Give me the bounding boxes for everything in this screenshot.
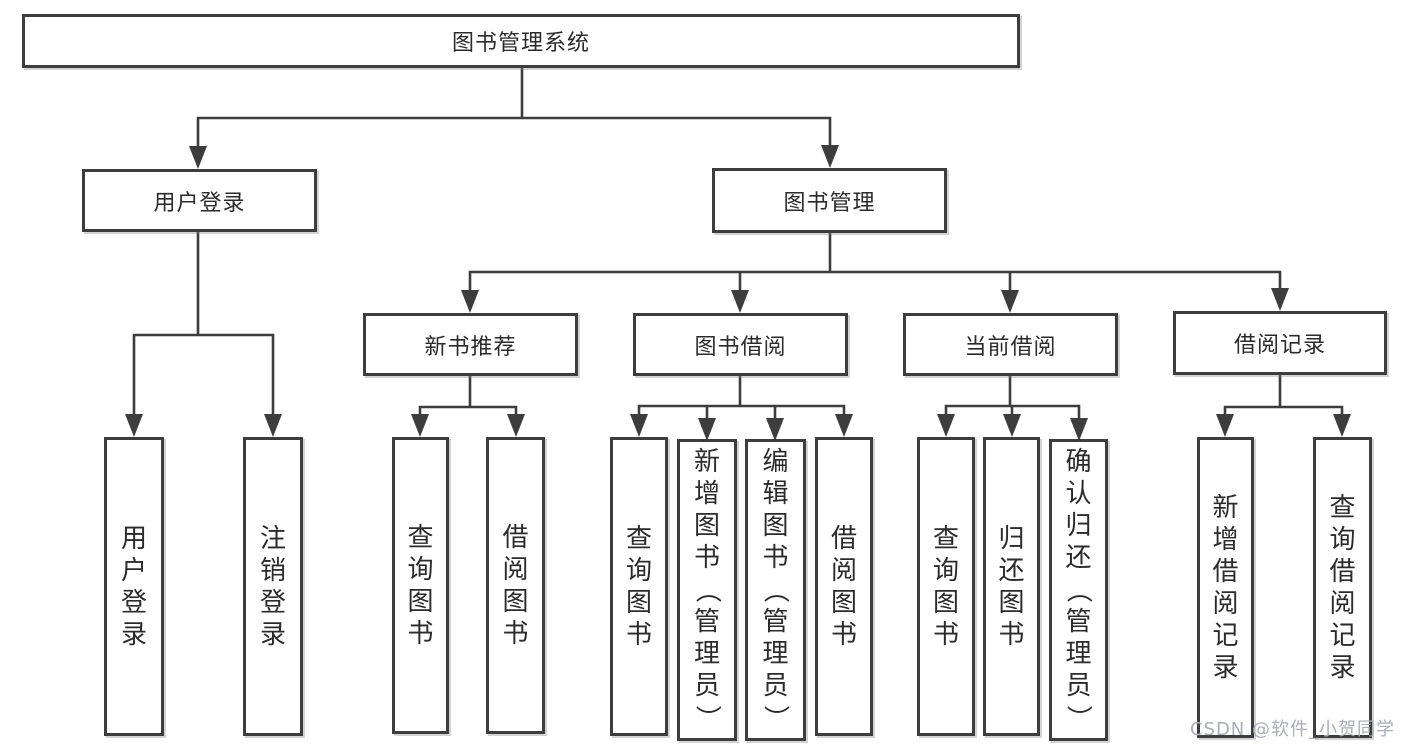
node-book-mgmt: 图书管理 bbox=[712, 168, 947, 233]
arrowhead bbox=[461, 290, 479, 313]
leaf-return-book: 归还图书 bbox=[983, 437, 1040, 736]
connector-userlogin-cross bbox=[132, 333, 275, 422]
node-root-label: 图书管理系统 bbox=[451, 31, 590, 56]
leaf-borrow-books-1-label: 借阅图书 bbox=[502, 522, 529, 649]
leaf-edit-book-admin: 编辑图书（管理员） bbox=[745, 439, 806, 741]
leaf-return-book-label: 归还图书 bbox=[998, 523, 1025, 650]
node-new-book-rec-label: 新书推荐 bbox=[424, 334, 517, 360]
arrowhead bbox=[698, 418, 716, 441]
connector-borrowrecords-cross bbox=[1223, 405, 1344, 422]
leaf-query-books-1: 查询图书 bbox=[392, 437, 449, 734]
arrowhead bbox=[189, 146, 207, 169]
node-user-login-label: 用户登录 bbox=[153, 190, 246, 216]
leaf-logout: 注销登录 bbox=[243, 437, 303, 736]
arrowhead bbox=[731, 290, 749, 313]
arrowhead bbox=[125, 414, 143, 437]
leaf-query-books-2-label: 查询图书 bbox=[625, 523, 652, 650]
leaf-query-borrow-record-label: 查询借阅记录 bbox=[1329, 492, 1356, 683]
leaf-add-book-admin: 新增图书（管理员） bbox=[677, 439, 737, 741]
leaf-add-borrow-record-label: 新增借阅记录 bbox=[1212, 492, 1239, 683]
leaf-query-books-2: 查询图书 bbox=[610, 437, 668, 736]
arrowhead bbox=[630, 414, 648, 437]
leaf-edit-book-admin-label: 编辑图书（管理员） bbox=[760, 447, 791, 732]
leaf-confirm-return-admin: 确认归还（管理员） bbox=[1049, 439, 1108, 741]
leaf-borrow-books-2: 借阅图书 bbox=[815, 437, 873, 736]
arrowhead bbox=[1271, 288, 1289, 311]
arrowhead bbox=[1333, 414, 1351, 437]
arrowhead bbox=[411, 414, 429, 437]
leaf-user-login: 用户登录 bbox=[104, 437, 164, 736]
arrowhead bbox=[264, 414, 282, 437]
arrowhead bbox=[937, 414, 955, 437]
leaf-query-books-3: 查询图书 bbox=[917, 437, 975, 736]
connector-level2-cross bbox=[196, 116, 832, 150]
arrowhead bbox=[821, 145, 839, 168]
node-current-borrow: 当前借阅 bbox=[903, 313, 1118, 376]
arrowhead bbox=[1003, 414, 1021, 437]
leaf-query-borrow-record: 查询借阅记录 bbox=[1313, 437, 1372, 738]
arrowhead bbox=[766, 418, 784, 441]
node-root: 图书管理系统 bbox=[22, 14, 1020, 68]
arrowhead bbox=[1216, 414, 1234, 437]
leaf-confirm-return-admin-label: 确认归还（管理员） bbox=[1063, 447, 1094, 732]
arrowhead bbox=[835, 414, 853, 437]
arrowhead bbox=[507, 414, 525, 437]
node-book-borrow-label: 图书借阅 bbox=[694, 334, 787, 360]
leaf-query-books-3-label: 查询图书 bbox=[932, 523, 959, 650]
node-borrow-records-label: 借阅记录 bbox=[1233, 333, 1326, 358]
connector-bookborrow-cross bbox=[637, 404, 846, 422]
node-book-mgmt-label: 图书管理 bbox=[783, 190, 876, 216]
arrowhead bbox=[1001, 290, 1019, 313]
connector-newbookrec-cross bbox=[418, 405, 518, 422]
node-book-borrow: 图书借阅 bbox=[633, 313, 848, 376]
leaf-user-login-label: 用户登录 bbox=[120, 523, 147, 650]
node-current-borrow-label: 当前借阅 bbox=[964, 334, 1057, 360]
watermark: CSDN @软件_小贺同学 bbox=[1189, 719, 1395, 740]
leaf-borrow-books-2-label: 借阅图书 bbox=[830, 523, 857, 650]
leaf-add-book-admin-label: 新增图书（管理员） bbox=[691, 447, 722, 732]
connector-level3-cross bbox=[468, 270, 1282, 297]
node-new-book-rec: 新书推荐 bbox=[363, 313, 578, 376]
node-user-login: 用户登录 bbox=[82, 169, 317, 232]
leaf-query-books-1-label: 查询图书 bbox=[407, 522, 434, 649]
leaf-add-borrow-record: 新增借阅记录 bbox=[1197, 437, 1254, 738]
leaf-borrow-books-1: 借阅图书 bbox=[486, 437, 545, 734]
arrowhead bbox=[1070, 418, 1088, 441]
leaf-logout-label: 注销登录 bbox=[259, 523, 286, 650]
node-borrow-records: 借阅记录 bbox=[1173, 311, 1387, 375]
